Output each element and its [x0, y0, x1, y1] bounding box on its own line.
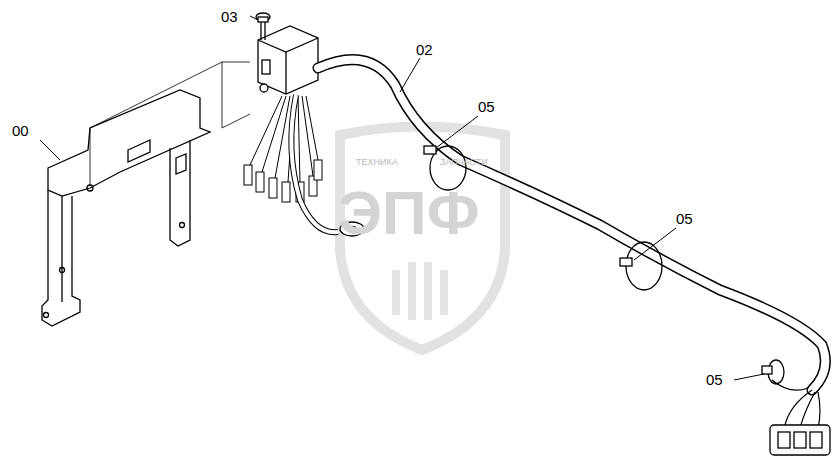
callout-number: 02	[416, 42, 433, 57]
main-harness	[318, 60, 825, 390]
watermark-text: ЗАПЧАСТИ	[440, 158, 488, 167]
assembly-line	[90, 62, 250, 186]
ground-wire-fill	[291, 95, 338, 232]
screw	[256, 13, 270, 40]
callout-number: 03	[221, 9, 238, 24]
bracket	[42, 90, 210, 326]
callout-number: 05	[676, 211, 693, 226]
callout-number: 05	[478, 99, 495, 114]
watermark-text: ТЕХНИКА	[356, 158, 398, 167]
ground-wire	[291, 95, 338, 232]
callout-number: 00	[12, 123, 29, 138]
callout-number: 05	[706, 372, 723, 387]
main-harness-fill	[318, 60, 825, 390]
plug	[770, 425, 830, 455]
watermark-wheat	[392, 262, 448, 320]
watermark-text: ЭПФ	[338, 182, 480, 244]
terminal-bundle	[244, 96, 322, 202]
plug-wires	[772, 380, 820, 428]
junction-block	[258, 26, 318, 94]
leader-line	[40, 16, 764, 380]
